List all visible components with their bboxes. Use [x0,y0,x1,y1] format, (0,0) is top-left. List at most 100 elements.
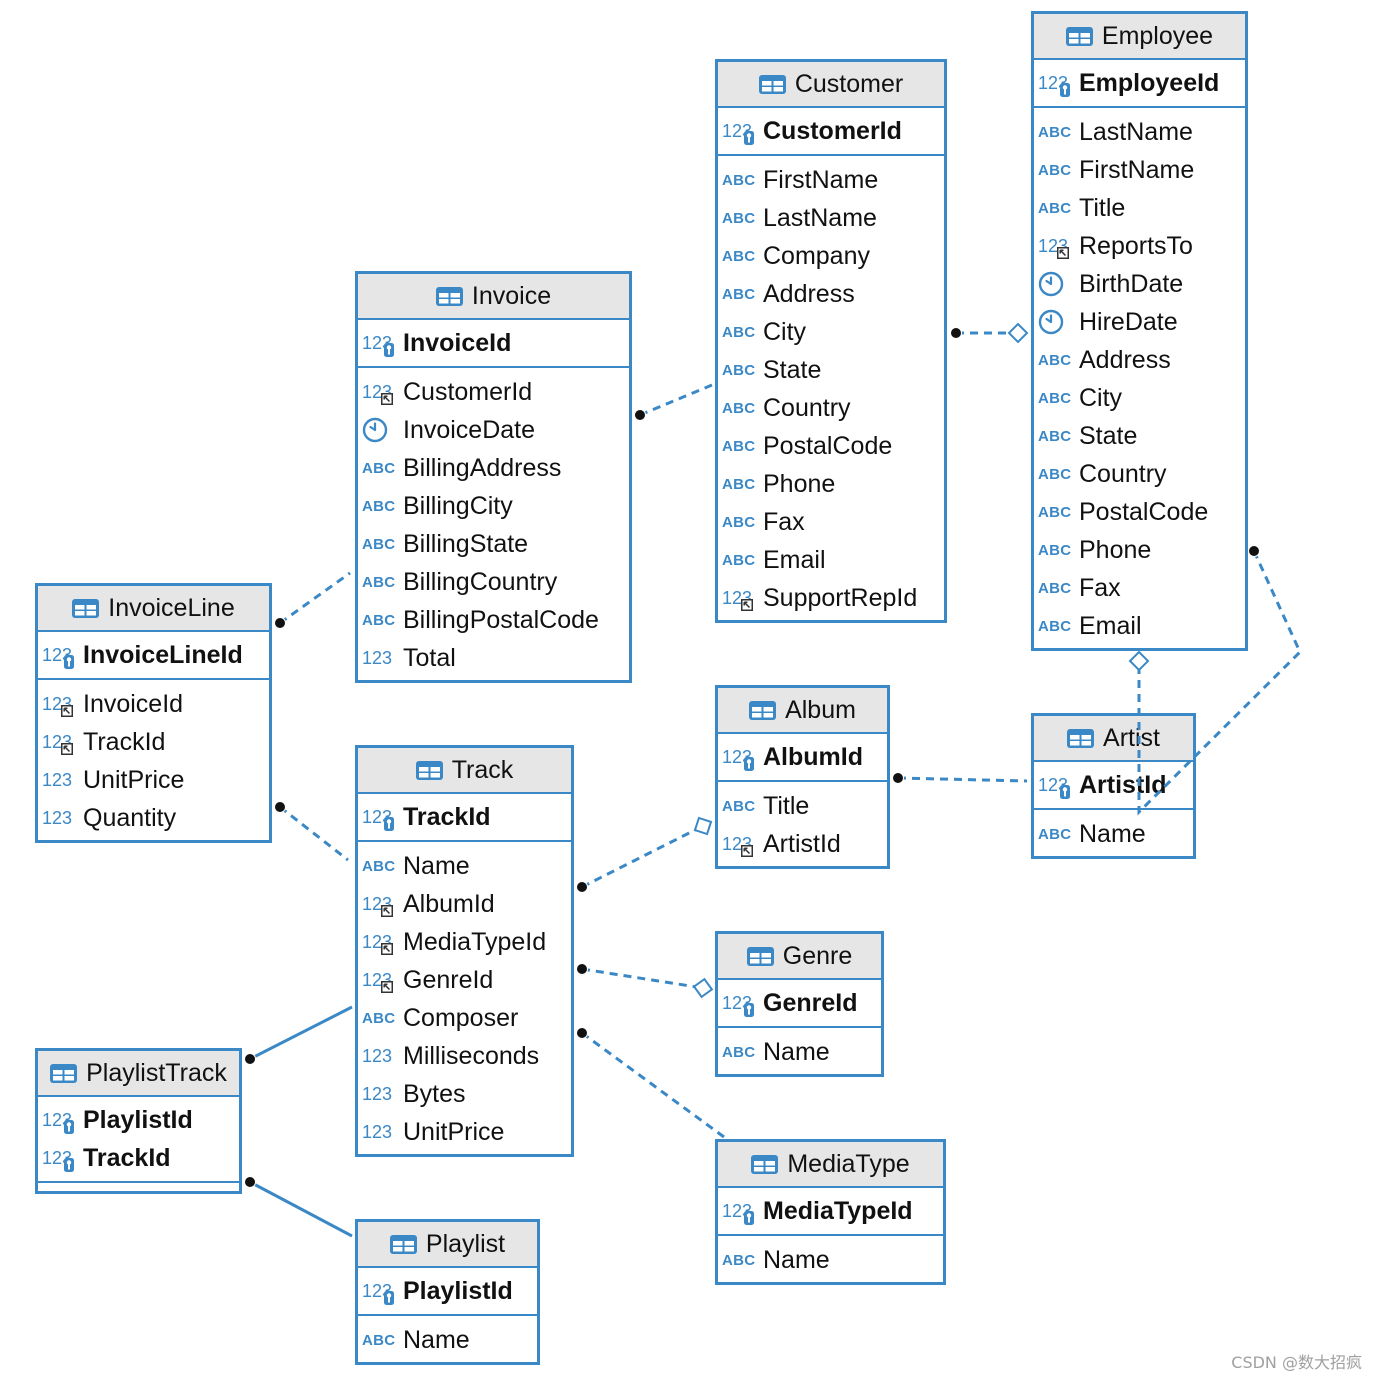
employee-column-birthdate[interactable]: BirthDate [1034,265,1245,303]
table-header[interactable]: Album [718,688,887,734]
column-name: GenreId [403,965,494,994]
table-header[interactable]: PlaylistTrack [38,1051,239,1097]
relation-track-genre[interactable] [576,963,714,999]
table-header[interactable]: Genre [718,934,881,980]
table-header[interactable]: Artist [1034,716,1193,762]
invoice-column-invoicedate[interactable]: InvoiceDate [358,411,629,449]
table-header[interactable]: Customer [718,62,944,108]
relation-invoiceline-invoice[interactable] [274,571,351,629]
text-type-icon: ABC [722,357,755,383]
relation-track-mediatype[interactable] [576,1027,725,1139]
abc-glyph: ABC [362,1331,396,1349]
employee-column-hiredate[interactable]: HireDate [1034,303,1245,341]
relation-playlisttrack-playlist[interactable] [244,1176,353,1238]
relation-invoiceline-track[interactable] [274,801,349,862]
relation-album-artist[interactable] [892,772,1028,784]
table-header[interactable]: MediaType [718,1142,943,1188]
relation-track-album[interactable] [576,814,716,893]
relation-playlisttrack-track[interactable] [244,1005,353,1065]
relation-customer-employee[interactable] [950,322,1029,344]
table-header[interactable]: Track [358,748,571,794]
table-header[interactable]: Playlist [358,1222,537,1268]
table-icon [751,1154,779,1174]
table-header[interactable]: InvoiceLine [38,586,269,632]
relation-invoice-customer[interactable] [634,383,713,421]
table-header[interactable]: Employee [1034,14,1245,60]
table-header[interactable]: Invoice [358,274,629,320]
